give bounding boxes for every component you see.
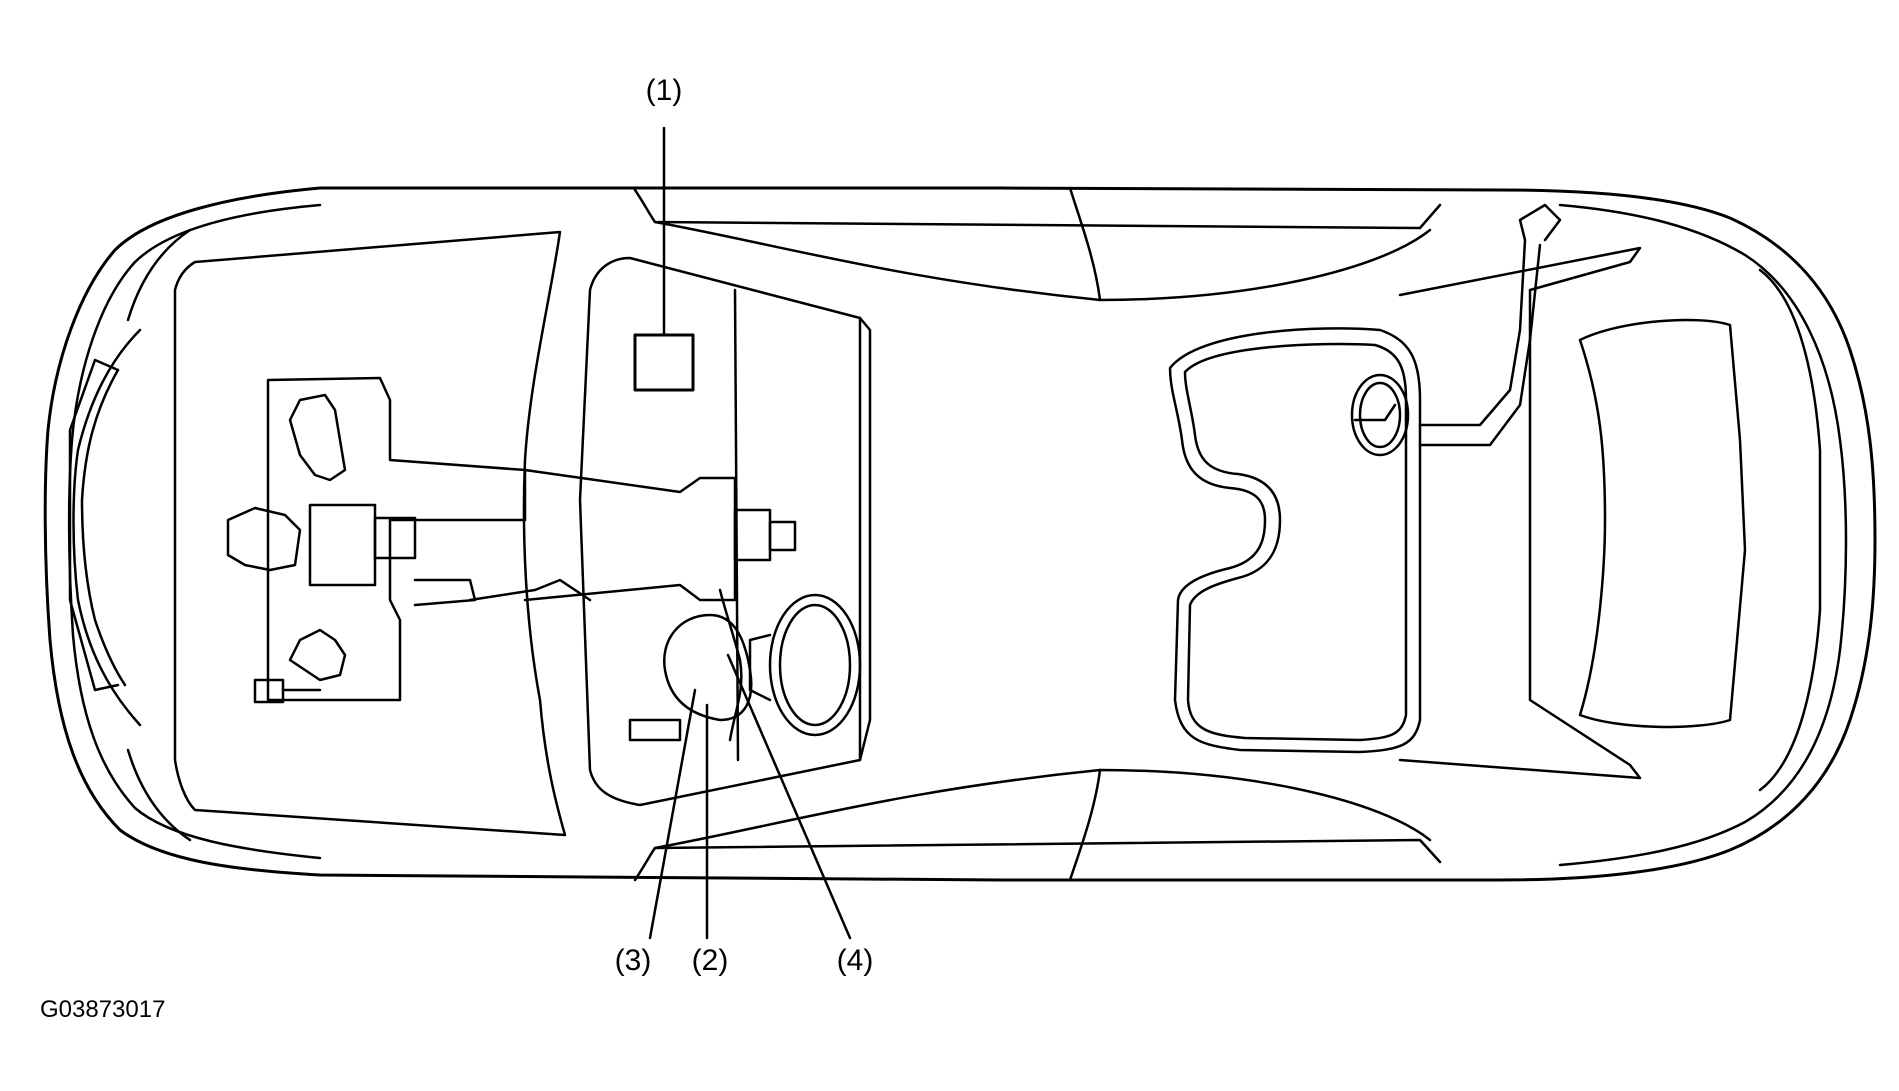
roof-lines (633, 186, 1442, 882)
transmission (523, 468, 797, 602)
callout-2: (2) (692, 944, 729, 977)
filler-neck (1418, 203, 1562, 447)
callout-1: (1) (646, 74, 683, 107)
front-grille (68, 228, 192, 842)
hood-outline (173, 230, 567, 837)
callout-4: (4) (837, 944, 874, 977)
fuel-tank (1168, 327, 1422, 754)
engine-assembly (226, 376, 592, 704)
box-component (633, 333, 695, 392)
steering-wheel (748, 593, 862, 737)
harness-line (718, 588, 743, 742)
callout-3: (3) (615, 944, 652, 977)
leader-lines (648, 126, 852, 940)
rear-deck (1398, 246, 1822, 792)
figure-id: G03873017 (40, 996, 165, 1023)
round-component (628, 613, 753, 742)
cabin-floor (578, 256, 872, 807)
